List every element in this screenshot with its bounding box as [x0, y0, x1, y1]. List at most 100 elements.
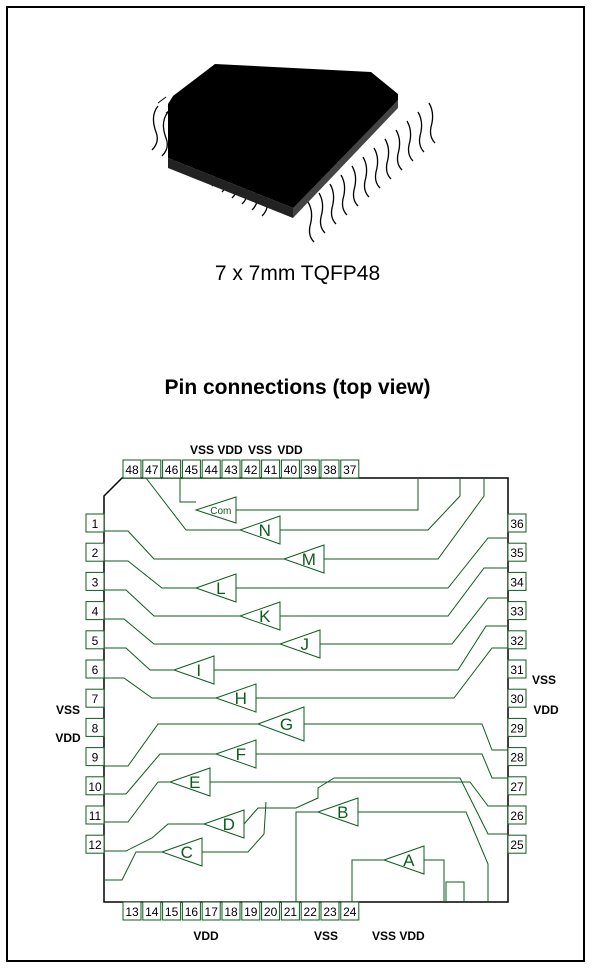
pin-number: 26	[510, 809, 524, 823]
pin-box	[507, 601, 527, 621]
package-lead	[428, 102, 436, 144]
connection-line	[351, 859, 384, 902]
supply-label: VDD	[277, 443, 303, 457]
pin-box	[221, 901, 241, 921]
pin-number: 25	[510, 838, 524, 852]
pin-number: 41	[264, 463, 278, 477]
connection-line	[243, 777, 508, 835]
pin-box	[142, 901, 162, 921]
pin-box	[85, 542, 105, 562]
comparator-symbol	[382, 845, 425, 875]
pin-box	[340, 459, 360, 479]
pin-box	[320, 901, 340, 921]
package-lead	[406, 120, 414, 162]
pin-box	[241, 459, 261, 479]
connection-line	[358, 811, 489, 902]
package-illustration	[151, 64, 436, 243]
package-lead	[417, 111, 425, 153]
comparator-symbol	[316, 797, 359, 827]
package-edge-right	[293, 100, 398, 218]
pin-box	[85, 805, 105, 825]
diagram-heading: Pin connections (top view)	[164, 376, 431, 399]
connection-line	[104, 677, 216, 699]
pin-number: 23	[323, 905, 337, 919]
pin-number: 34	[510, 575, 524, 589]
pin-box	[85, 747, 105, 767]
pin-number: 46	[165, 463, 179, 477]
pin-number: 33	[510, 605, 524, 619]
connection-line	[202, 801, 267, 853]
pin-number: 4	[92, 605, 99, 619]
connection-line	[104, 530, 284, 560]
pin-number: 19	[244, 905, 258, 919]
pin-number: 21	[284, 905, 298, 919]
connection-line	[104, 618, 280, 645]
comparator-symbol	[278, 629, 321, 659]
pin-box	[280, 459, 300, 479]
pin-number: 22	[304, 905, 318, 919]
pin-box	[507, 513, 527, 533]
comparator-label: N	[259, 521, 271, 540]
pin-box	[340, 901, 360, 921]
connection-line	[210, 781, 508, 807]
pin-box	[507, 776, 527, 796]
connection-line	[104, 753, 216, 795]
comparator-symbol	[202, 809, 245, 839]
pin-box	[181, 459, 201, 479]
supply-label: VDD	[399, 929, 425, 943]
pin-box	[507, 834, 527, 854]
pin-box	[122, 459, 142, 479]
connection-line	[104, 560, 196, 589]
comparator-symbol	[168, 767, 211, 797]
pin-box	[85, 601, 105, 621]
pin-box	[122, 901, 142, 921]
pin-box	[507, 571, 527, 591]
connection-line	[104, 647, 174, 671]
connection-line	[214, 625, 508, 671]
pin-number: 9	[92, 751, 99, 765]
pin-box	[142, 459, 162, 479]
pin-number: 3	[92, 575, 99, 589]
package-edge	[168, 158, 293, 218]
pin-box	[85, 659, 105, 679]
comparator-label: D	[223, 815, 235, 834]
pin-number: 2	[92, 546, 99, 560]
supply-label: VDD	[193, 929, 219, 943]
package-lead	[307, 201, 315, 243]
pin-number: 8	[92, 721, 99, 735]
supply-label: VSS	[372, 929, 396, 943]
pin-number: 44	[205, 463, 219, 477]
pin-box	[507, 630, 527, 650]
pin-box	[507, 688, 527, 708]
connection-line	[280, 478, 461, 531]
comparator-label: E	[189, 773, 200, 792]
connection-line	[280, 567, 508, 617]
connection-line	[104, 723, 258, 767]
pin-number: 47	[145, 463, 159, 477]
connection-line	[445, 881, 465, 902]
pin-box	[507, 805, 527, 825]
pin-number: 27	[510, 780, 524, 794]
connection-line	[320, 597, 508, 645]
pin-number: 29	[510, 721, 524, 735]
connection-line	[256, 753, 508, 779]
pin-box	[85, 717, 105, 737]
package-lead	[329, 183, 337, 225]
package-lead	[351, 165, 359, 207]
pin-number: 30	[510, 692, 524, 706]
pin-number: 17	[205, 905, 219, 919]
pin-number: 1	[92, 517, 99, 531]
internal-wiring	[104, 477, 508, 902]
pin-number: 5	[92, 634, 99, 648]
package-lead	[318, 192, 326, 234]
comparator-label: C	[181, 843, 193, 862]
comparator-label: Com	[210, 506, 231, 517]
pin-number: 38	[323, 463, 337, 477]
supply-label: VDD	[533, 703, 559, 717]
connection-line	[256, 647, 508, 699]
pin-box	[181, 901, 201, 921]
